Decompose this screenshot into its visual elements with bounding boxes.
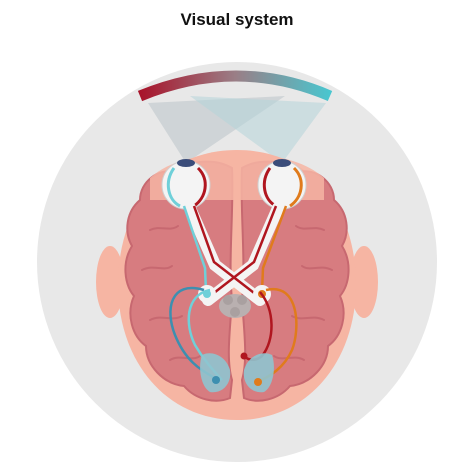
visual-field-arc bbox=[137, 70, 333, 102]
left-eye-iris bbox=[177, 159, 195, 167]
left-blue-fiber bbox=[182, 205, 208, 293]
right-orange-fiber bbox=[260, 205, 288, 293]
right-optic-nerve bbox=[202, 202, 284, 306]
left-visual-cortex bbox=[200, 353, 231, 393]
left-optic-nerve bbox=[184, 202, 266, 306]
right-visual-cortex bbox=[243, 353, 274, 393]
left-eye bbox=[161, 159, 211, 210]
page-title: Visual system bbox=[180, 10, 294, 29]
left-red-fiber bbox=[192, 205, 259, 297]
right-retina-red bbox=[262, 167, 277, 208]
optic-chiasm bbox=[219, 294, 251, 318]
right-cortex-endpoint bbox=[254, 378, 262, 386]
left-retina-blue bbox=[166, 167, 181, 208]
left-cortex-endpoint bbox=[212, 376, 220, 384]
right-red-endpoint bbox=[240, 352, 248, 360]
left-ear bbox=[96, 246, 124, 318]
right-eye-iris bbox=[273, 159, 291, 167]
right-eye-view-cone bbox=[190, 96, 326, 163]
right-ear bbox=[350, 246, 378, 318]
right-red-fiber bbox=[209, 205, 278, 297]
right-retina-orange bbox=[289, 166, 303, 208]
left-retina-red bbox=[193, 166, 207, 208]
